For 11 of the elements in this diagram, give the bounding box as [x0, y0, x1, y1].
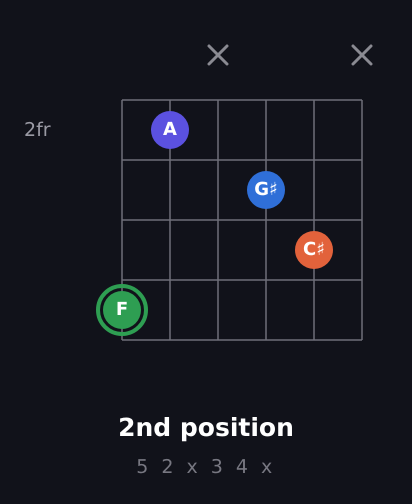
note-name: G♯: [254, 181, 278, 199]
root-note-dot: [96, 284, 148, 336]
fret-position-label: 2fr: [24, 119, 51, 141]
note-name: F: [116, 301, 128, 319]
position-title: 2nd position: [118, 413, 294, 443]
note-dot: [247, 171, 285, 209]
note-name: C♯: [303, 241, 325, 259]
fret-numbers: 5 2 x 3 4 x: [136, 456, 276, 479]
note-dot: [151, 111, 189, 149]
note-name: A: [163, 121, 177, 139]
note-dot: [295, 231, 333, 269]
